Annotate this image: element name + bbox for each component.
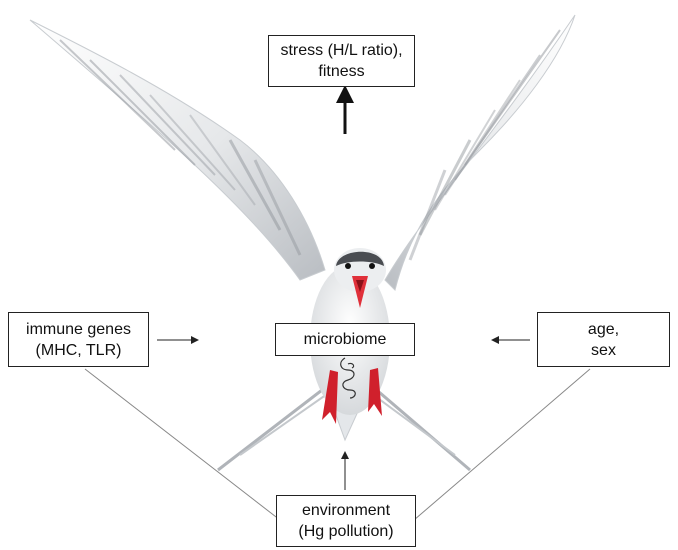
- environment-node: environment (Hg pollution): [276, 495, 416, 547]
- age-label-line-2: sex: [591, 340, 616, 361]
- microbiome-label: microbiome: [304, 329, 387, 350]
- stress-label-line-1: stress (H/L ratio),: [280, 40, 402, 61]
- immune-label-line-1: immune genes: [26, 319, 131, 340]
- immune-genes-node: immune genes (MHC, TLR): [8, 312, 149, 367]
- immune-label-line-2: (MHC, TLR): [36, 340, 122, 361]
- microbiome-node: microbiome: [275, 323, 415, 356]
- environment-label-line-2: (Hg pollution): [298, 521, 393, 542]
- environment-label-line-1: environment: [302, 500, 390, 521]
- age-sex-node: age, sex: [537, 312, 670, 367]
- age-label-line-1: age,: [588, 319, 619, 340]
- stress-label-line-2: fitness: [318, 61, 364, 82]
- stress-fitness-node: stress (H/L ratio), fitness: [268, 35, 415, 87]
